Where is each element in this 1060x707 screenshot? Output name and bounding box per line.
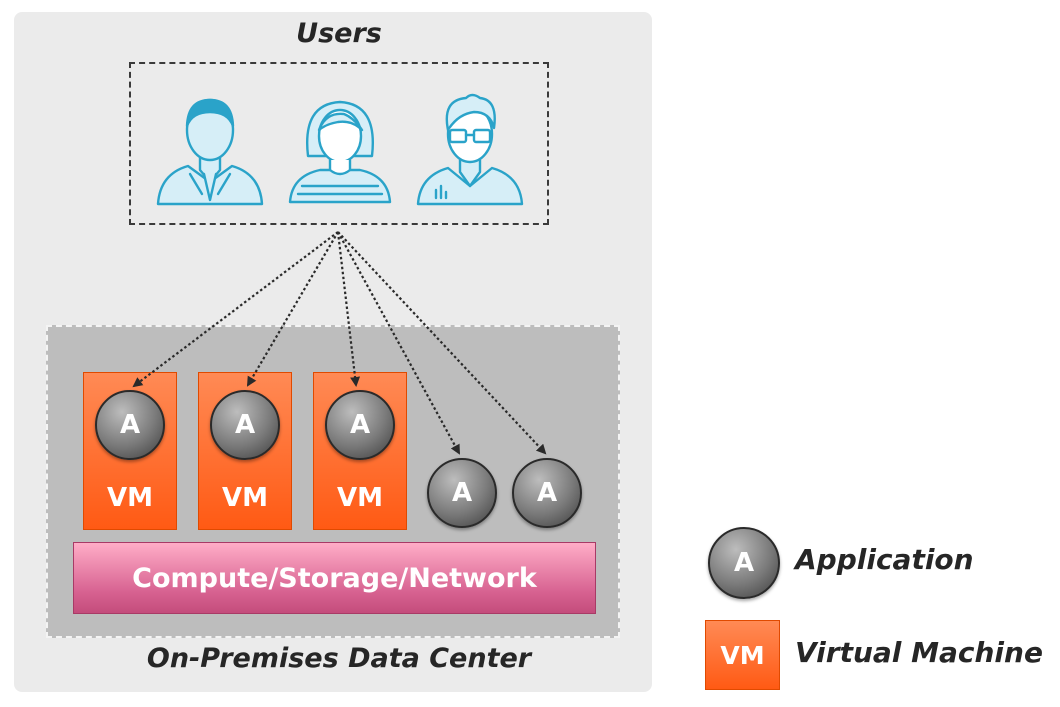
vm-label: VM <box>337 483 383 513</box>
application-node: A <box>325 390 395 460</box>
connection-arrow <box>246 231 339 387</box>
application-node: A <box>427 458 497 528</box>
connection-arrow <box>336 231 361 387</box>
application-node: A <box>210 390 280 460</box>
developer-with-glasses-icon <box>416 93 524 206</box>
woman-icon <box>288 100 392 204</box>
legend-application-symbol: A <box>708 527 780 599</box>
users-title: Users <box>296 18 382 49</box>
legend-vm-symbol: VM <box>705 620 780 690</box>
datacenter-title: On-Premises Data Center <box>146 643 532 674</box>
vm-label: VM <box>222 483 268 513</box>
connection-arrow <box>337 231 460 455</box>
infrastructure-layer: Compute/Storage/Network <box>73 542 596 614</box>
application-node: A <box>95 390 165 460</box>
users-group-box <box>129 62 549 225</box>
vm-label: VM <box>107 483 153 513</box>
legend-application-label: Application <box>795 543 974 576</box>
application-node: A <box>512 458 582 528</box>
connection-arrow <box>337 231 547 455</box>
businessman-icon <box>156 98 264 206</box>
legend-vm-label: Virtual Machine <box>795 636 1043 669</box>
connection-arrow <box>132 231 339 388</box>
